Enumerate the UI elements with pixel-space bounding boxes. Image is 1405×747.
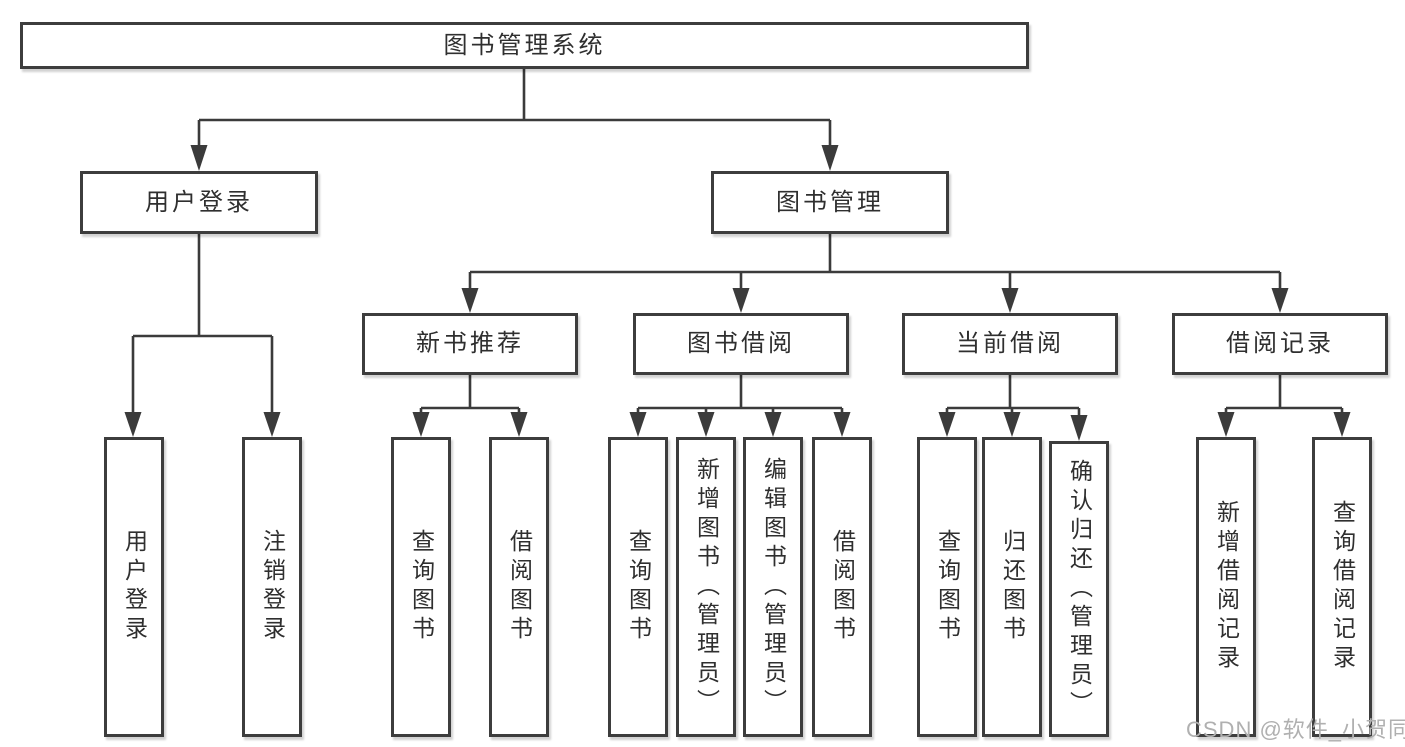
arrow-icon	[510, 412, 528, 437]
leaf-user-login-label: 用户登录	[121, 529, 148, 645]
node-book-management-label: 图书管理	[776, 188, 884, 216]
arrow-icon	[1001, 288, 1019, 313]
leaf-add-books-admin: 新增图书（管理员）	[676, 437, 736, 737]
node-user-login: 用户登录	[80, 171, 318, 234]
arrow-icon	[821, 145, 839, 171]
node-current-borrow-label: 当前借阅	[956, 330, 1064, 357]
node-current-borrow: 当前借阅	[902, 313, 1118, 375]
arrow-icon	[461, 288, 479, 313]
leaf-query-books: 查询图书	[391, 437, 451, 737]
leaf-add-borrow-record: 新增借阅记录	[1196, 437, 1256, 737]
arrow-icon	[1217, 412, 1235, 437]
leaf-borrow-books: 借阅图书	[489, 437, 549, 737]
leaf-query-borrow-record: 查询借阅记录	[1312, 437, 1372, 737]
node-root: 图书管理系统	[20, 22, 1029, 69]
leaf-query-books-label: 查询图书	[408, 529, 435, 645]
node-user-login-label: 用户登录	[145, 188, 253, 216]
leaf-borrow-books-label: 借阅图书	[506, 529, 533, 645]
leaf-edit-books-admin: 编辑图书（管理员）	[743, 437, 803, 737]
leaf-query-books-2-label: 查询图书	[625, 529, 652, 645]
leaf-return-books: 归还图书	[982, 437, 1042, 737]
node-borrow-records: 借阅记录	[1172, 313, 1388, 375]
node-root-label: 图书管理系统	[443, 31, 606, 59]
arrow-icon	[938, 412, 956, 437]
leaf-return-books-label: 归还图书	[999, 529, 1026, 645]
leaf-borrow-books-2-label: 借阅图书	[829, 529, 856, 645]
watermark: CSDN @软件_小贺同学	[1186, 717, 1405, 742]
arrow-icon	[764, 412, 782, 437]
leaf-confirm-return-admin: 确认归还（管理员）	[1049, 441, 1109, 737]
leaf-logout-login-label: 注销登录	[259, 529, 286, 645]
leaf-borrow-books-2: 借阅图书	[812, 437, 872, 737]
leaf-confirm-return-admin-label: 确认归还（管理员）	[1066, 458, 1093, 720]
leaf-logout-login: 注销登录	[242, 437, 302, 737]
leaf-user-login: 用户登录	[104, 437, 164, 737]
node-new-book-recommend-label: 新书推荐	[416, 330, 524, 357]
arrow-icon	[263, 412, 281, 437]
arrow-icon	[124, 412, 142, 437]
node-book-borrow-label: 图书借阅	[687, 330, 795, 357]
node-new-book-recommend: 新书推荐	[362, 313, 578, 375]
arrow-icon	[1271, 288, 1289, 313]
node-borrow-records-label: 借阅记录	[1226, 330, 1334, 357]
leaf-edit-books-admin-label: 编辑图书（管理员）	[760, 456, 787, 718]
leaf-query-books-3-label: 查询图书	[934, 529, 961, 645]
leaf-query-books-3: 查询图书	[917, 437, 977, 737]
node-book-management: 图书管理	[711, 171, 949, 234]
arrow-icon	[412, 412, 430, 437]
leaf-query-books-2: 查询图书	[608, 437, 668, 737]
arrow-icon	[732, 288, 750, 313]
arrow-icon	[190, 145, 208, 171]
arrow-icon	[1333, 412, 1351, 437]
leaf-add-books-admin-label: 新增图书（管理员）	[693, 456, 720, 718]
arrow-icon	[629, 412, 647, 437]
leaf-add-borrow-record-label: 新增借阅记录	[1213, 500, 1240, 674]
leaf-query-borrow-record-label: 查询借阅记录	[1329, 500, 1356, 674]
arrow-icon	[697, 412, 715, 437]
arrow-icon	[1003, 412, 1021, 437]
node-book-borrow: 图书借阅	[633, 313, 849, 375]
arrow-icon	[1070, 415, 1088, 441]
arrow-icon	[833, 412, 851, 437]
